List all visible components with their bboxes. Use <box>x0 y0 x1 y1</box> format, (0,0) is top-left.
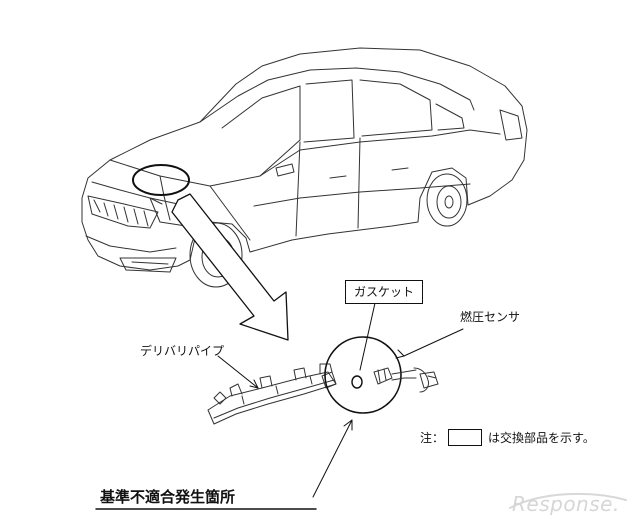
delivery-pipe-part <box>207 363 337 425</box>
fuel-pressure-sensor-label: 燃圧センサ <box>460 310 521 324</box>
note-prefix: 注： <box>420 430 445 445</box>
note-suffix: は交換部品を示す。 <box>488 430 595 445</box>
pipe-leader-head <box>249 379 259 389</box>
engine-location-ellipse <box>132 164 190 196</box>
gasket-ring <box>351 375 363 389</box>
defect-leader <box>312 419 353 498</box>
replacement-part-legend-box <box>448 428 483 446</box>
pipe-leader <box>217 355 259 389</box>
gasket-leader <box>359 302 376 371</box>
defect-leader-head <box>343 419 353 431</box>
gasket-label: ガスケット <box>345 280 423 304</box>
car-illustration <box>81 47 528 288</box>
sensor-leader-head <box>395 349 405 359</box>
pointer-arrow <box>171 193 289 341</box>
delivery-pipe-label: デリバリパイプ <box>140 344 225 358</box>
legend-note: 注： は交換部品を示す。 <box>420 427 595 447</box>
response-watermark: Response. <box>512 492 620 516</box>
closeup-circle <box>324 336 402 414</box>
fuel-pressure-sensor-part <box>373 367 439 393</box>
watermark-swoosh <box>509 492 627 509</box>
sensor-leader <box>403 328 464 357</box>
defect-location-label: 基準不適合発生箇所 <box>100 488 236 506</box>
